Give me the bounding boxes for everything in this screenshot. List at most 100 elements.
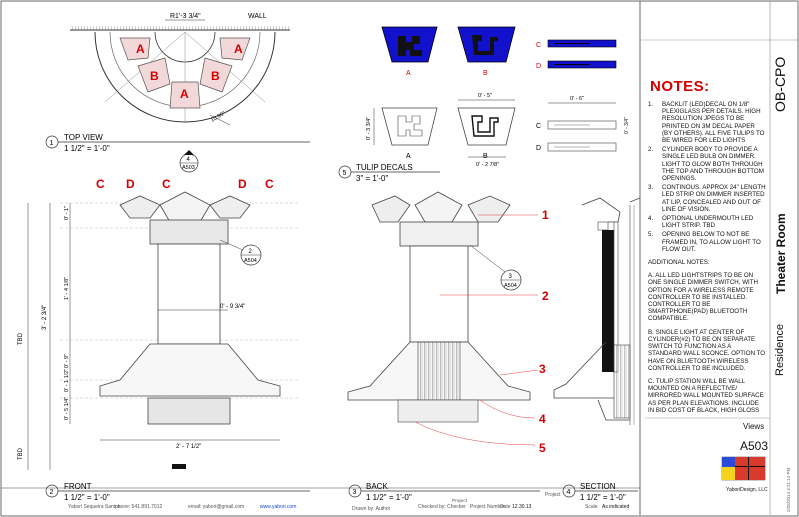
decal-a-blue: [381, 26, 438, 63]
front-label-c1: C: [96, 177, 105, 191]
top-label-b1: B: [150, 69, 159, 83]
svg-text:Scale: Scale: [585, 504, 598, 510]
decal-outline-label-c: C: [536, 123, 541, 130]
top-label-a2: A: [234, 42, 243, 56]
callout-detail-3-back[interactable]: 3 A504: [469, 244, 522, 291]
svg-text:1 1/2" = 1'-0": 1 1/2" = 1'-0": [64, 493, 110, 502]
svg-text:Date: Date: [500, 504, 511, 510]
back-number-4: 4: [539, 412, 546, 426]
back-view-drawing: [347, 191, 539, 446]
additional-note: C. TULIP STATION WILL BE WALL MOUNTED ON…: [648, 377, 764, 414]
front-label-d2: D: [238, 177, 247, 191]
sheet-number: A503: [740, 439, 769, 453]
dim-base: 0' - 5 1/4": [64, 397, 70, 420]
svg-text:BACK: BACK: [366, 482, 388, 491]
dim-top-lip: 0' - 1": [64, 206, 70, 220]
svg-text:3" = 1'-0": 3" = 1'-0": [356, 174, 388, 183]
front-label-c3: C: [265, 177, 274, 191]
svg-text:Project: Project: [545, 492, 561, 498]
top-label-a3: A: [180, 87, 189, 101]
residence-title: Residence: [774, 324, 786, 376]
svg-text:5: 5: [343, 170, 347, 177]
view-title-back: 3 BACK 1 1/2" = 1'-0": [348, 482, 540, 502]
dim-cylinder: 1' - 4 1/8": [64, 277, 70, 300]
views-label: Views: [743, 422, 765, 431]
additional-note: A. ALL LED LIGHTSTRIPS TO BE ON ONE SING…: [648, 272, 759, 323]
svg-text:1 1/2" = 1'-0": 1 1/2" = 1'-0": [64, 144, 110, 153]
top-label-a1: A: [136, 42, 145, 56]
svg-text:2: 2: [50, 489, 54, 496]
note-item: 1.BACKLIT (LED)DECAL ON 1/8" PLEXIGLASS …: [648, 101, 765, 145]
svg-text:1 1/2" = 1'-0": 1 1/2" = 1'-0": [366, 493, 412, 502]
svg-text:4: 4: [567, 489, 571, 496]
callout-section-4[interactable]: 4 A503: [179, 150, 199, 173]
decal-label-a: A: [406, 70, 411, 77]
company-name: YaboriDesign, LLC: [726, 487, 768, 493]
svg-text:Checked by: Checker: Checked by: Checker: [418, 504, 466, 510]
svg-text:As indicated: As indicated: [602, 504, 629, 510]
dim-flare: 0' - 9": [64, 354, 70, 368]
decal-outlines: [373, 99, 617, 158]
additional-notes-title: ADDITIONAL NOTES:: [648, 259, 710, 267]
date-stamp: 2/26/2014 3:21:12 PM: [786, 467, 791, 512]
view-title-section: 4 SECTION 1 1/2" = 1'-0": [562, 482, 638, 502]
view-title-top: 1 TOP VIEW 1 1/2" = 1'-0": [45, 133, 310, 153]
svg-text:FRONT: FRONT: [64, 482, 92, 491]
svg-text:3: 3: [353, 489, 357, 496]
decal-b-blue: [457, 26, 516, 63]
svg-text:TULIP DECALS: TULIP DECALS: [356, 163, 413, 172]
side-dimension: 10.95": [210, 111, 227, 124]
callout-detail-2-front[interactable]: 2 A504: [219, 239, 262, 266]
svg-text:TOP VIEW: TOP VIEW: [64, 133, 103, 142]
top-label-b2: B: [211, 69, 220, 83]
radius-dimension: R1'-3 3/4": [170, 13, 201, 20]
notes-title: NOTES:: [650, 78, 710, 95]
decal-label-b: B: [483, 70, 488, 77]
dim-height-total: 3' - 2 3/4": [42, 305, 48, 330]
back-number-2: 2: [542, 289, 549, 303]
dim-tbd-lower: TBD: [18, 447, 24, 460]
svg-text:A504: A504: [244, 258, 257, 264]
svg-text:Yabori Sequeira Santos: Yabori Sequeira Santos: [68, 504, 121, 510]
additional-note: B. SINGLE LIGHT AT CENTER OF CYLINDER(#2…: [648, 328, 766, 372]
svg-text:12.30.13: 12.30.13: [512, 504, 532, 510]
front-view-drawing: [27, 191, 300, 470]
front-label-c2: C: [162, 177, 171, 191]
decal-outline-label-b: B: [483, 153, 488, 160]
section-view-drawing: [553, 197, 641, 425]
svg-text:www.yabori.com: www.yabori.com: [260, 504, 296, 510]
svg-text:A504: A504: [504, 283, 517, 289]
back-number-5: 5: [539, 441, 546, 455]
wall-label: WALL: [248, 13, 267, 20]
note-item: 4.OPTIONAL UNDERMOUTH LED LIGHT STRIP. T…: [648, 215, 754, 230]
note-item: 5.OPENING BELOW TO NOT BE FRAMED IN, TO …: [648, 231, 761, 253]
decal-dim-width-c: 0' - 6": [570, 96, 584, 102]
dim-base-width: 2' - 7 1/2": [176, 444, 201, 450]
svg-text:3: 3: [509, 274, 513, 280]
svg-text:Drawn by: Author: Drawn by: Author: [352, 506, 391, 512]
svg-text:4: 4: [187, 157, 191, 163]
footer-strip: Yabori Sequeira Santos phone: 541.891.70…: [68, 492, 629, 512]
svg-text:A503: A503: [182, 165, 195, 171]
svg-text:1: 1: [50, 140, 54, 147]
decal-label-c: C: [536, 42, 541, 49]
svg-text:Project: Project: [452, 498, 468, 504]
decal-label-d: D: [536, 63, 541, 70]
view-title-decals: 5 TULIP DECALS 3" = 1'-0": [338, 163, 440, 183]
svg-text:phone: 541.891.7012: phone: 541.891.7012: [115, 504, 162, 510]
dim-column-width: 0' - 9 3/4": [220, 304, 245, 310]
view-title-front: 2 FRONT 1 1/2" = 1'-0": [45, 482, 310, 502]
decal-outline-label-d: D: [536, 145, 541, 152]
note-item: 3.CONTINOUS. APPROX 24" LENGTH LED STRIP…: [648, 184, 766, 213]
front-label-d1: D: [126, 177, 135, 191]
note-item: 2.CYLINDER BODY TO PROVIDE A SINGLE LED …: [648, 146, 764, 183]
notes-panel: 1.BACKLIT (LED)DECAL ON 1/8" PLEXIGLASS …: [648, 101, 766, 420]
svg-text:email: yabori@gmail.com: email: yabori@gmail.com: [188, 504, 244, 510]
decal-dim-height-c: 0' - 3/4": [624, 117, 630, 134]
decal-dim-width-a: 0' - 5": [478, 93, 492, 99]
back-number-1: 1: [542, 208, 549, 222]
back-number-3: 3: [539, 362, 546, 376]
additional-notes: ADDITIONAL NOTES: A. ALL LED LIGHTSTRIPS…: [648, 259, 766, 414]
dim-tbd-left: TBD: [18, 332, 24, 345]
